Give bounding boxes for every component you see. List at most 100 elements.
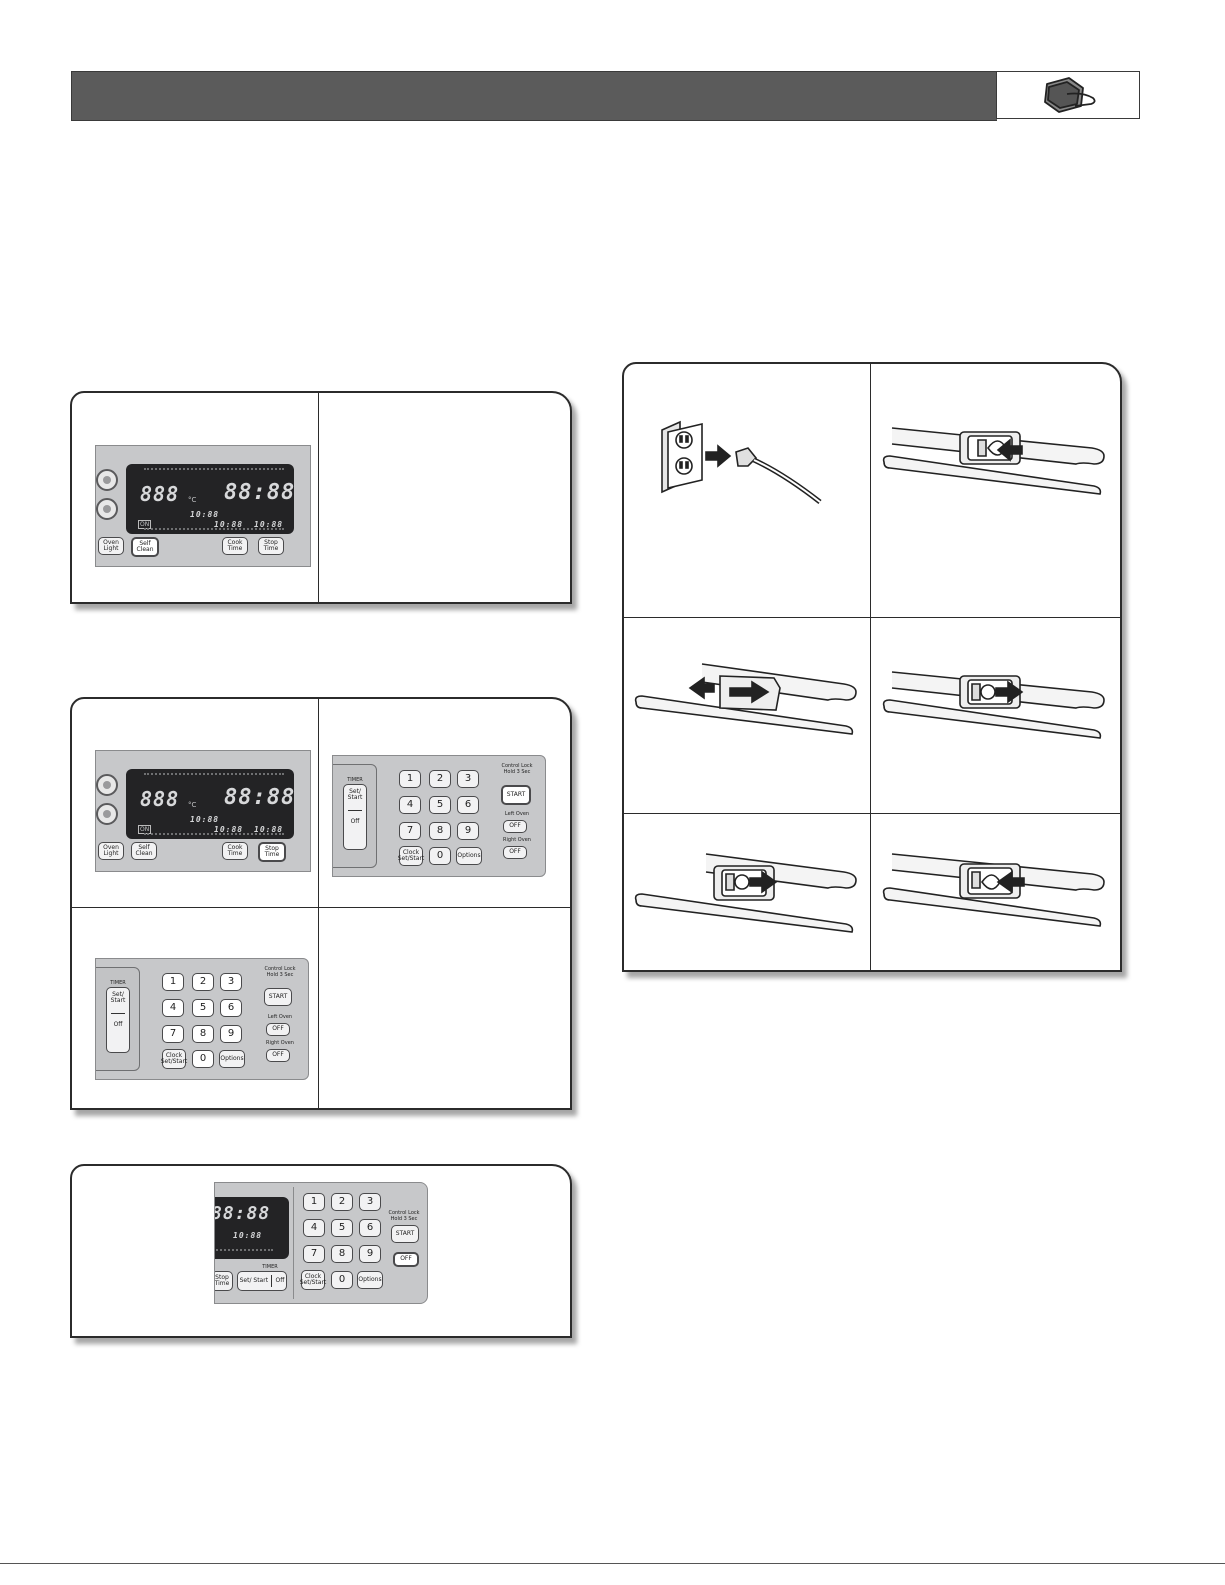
key-2[interactable]: 2 [331, 1193, 353, 1211]
key-1[interactable]: 1 [303, 1193, 325, 1211]
options-button[interactable]: Options [357, 1271, 383, 1289]
clock-button[interactable]: Clock Set/Start [398, 846, 424, 866]
self-clean-button[interactable]: Self Clean [131, 537, 159, 557]
key-9[interactable]: 9 [359, 1245, 381, 1263]
upper-oven-icon [96, 774, 118, 796]
lower-oven-icon [96, 498, 118, 520]
box-divider [870, 364, 871, 970]
display-degree: °C [188, 801, 197, 809]
key-7[interactable]: 7 [399, 822, 421, 840]
display-cook-time: 10:88 [214, 825, 244, 834]
stop-time-button[interactable]: Stop Time [258, 842, 286, 862]
key-5[interactable]: 5 [429, 796, 451, 814]
key-4[interactable]: 4 [303, 1219, 325, 1237]
key-9[interactable]: 9 [457, 822, 479, 840]
key-0[interactable]: 0 [429, 847, 451, 865]
control-panel-keypad: 88:88 10:88 TIMER Stop Time Set/ Start O… [214, 1182, 428, 1304]
right-oven-off-button[interactable]: OFF [266, 1049, 290, 1062]
cook-time-button[interactable]: Cook Time [222, 842, 248, 860]
key-6[interactable]: 6 [220, 999, 242, 1017]
key-0[interactable]: 0 [192, 1050, 214, 1068]
key-1[interactable]: 1 [162, 973, 184, 991]
display-stop-time: 10:88 [254, 520, 284, 529]
display-small-time: 10:88 [190, 510, 220, 519]
key-8[interactable]: 8 [331, 1245, 353, 1263]
cook-time-button[interactable]: Cook Time [222, 537, 248, 555]
start-button[interactable]: START [391, 1225, 419, 1243]
timer-off-label: Off [350, 817, 360, 825]
callout-box-light-replacement [622, 362, 1122, 972]
key-6[interactable]: 6 [457, 796, 479, 814]
display-temperature: 888 [140, 482, 180, 506]
timer-button[interactable]: Set/ Start Off [343, 784, 367, 850]
display-degree: °C [188, 496, 197, 504]
left-oven-off-button[interactable]: OFF [503, 820, 527, 833]
cleaning-hand-icon [1044, 77, 1096, 113]
key-7[interactable]: 7 [162, 1025, 184, 1043]
key-5[interactable]: 5 [331, 1219, 353, 1237]
key-8[interactable]: 8 [192, 1025, 214, 1043]
box-divider [624, 617, 1120, 618]
display-cook-time: 10:88 [214, 520, 244, 529]
control-lock-label: Control Lock Hold 3 Sec [388, 1210, 420, 1222]
upper-oven-icon [96, 469, 118, 491]
box-divider [318, 699, 319, 1108]
oven-light-button[interactable]: Oven Light [98, 842, 124, 860]
control-panel-keypad: TIMER Set/ Start Off 1 2 3 4 5 6 7 8 9 C… [332, 755, 546, 877]
timer-label: TIMER [110, 980, 126, 986]
box-divider [624, 813, 1120, 814]
key-3[interactable]: 3 [220, 973, 242, 991]
display-clock: 88:88 [224, 480, 296, 505]
oven-light-button[interactable]: Oven Light [98, 537, 124, 555]
timer-label: TIMER [347, 777, 363, 783]
display-small-time: 10:88 [190, 815, 220, 824]
options-button[interactable]: Options [456, 847, 482, 865]
key-3[interactable]: 3 [457, 770, 479, 788]
key-9[interactable]: 9 [220, 1025, 242, 1043]
off-button[interactable]: OFF [393, 1252, 419, 1267]
box-divider [318, 393, 319, 602]
light-cover-arrow-icon [882, 427, 1105, 495]
timer-button[interactable]: Set/ Start Off [237, 1271, 287, 1291]
key-1[interactable]: 1 [399, 770, 421, 788]
right-oven-label: Right Oven [266, 1040, 294, 1046]
left-oven-label: Left Oven [504, 811, 530, 817]
key-3[interactable]: 3 [359, 1193, 381, 1211]
control-lock-label: Control Lock Hold 3 Sec [264, 966, 296, 978]
key-7[interactable]: 7 [303, 1245, 325, 1263]
timer-set-label: Set/ Start [347, 788, 363, 802]
lower-oven-icon [96, 803, 118, 825]
key-2[interactable]: 2 [429, 770, 451, 788]
self-clean-button[interactable]: Self Clean [131, 842, 157, 860]
key-2[interactable]: 2 [192, 973, 214, 991]
start-button[interactable]: START [501, 785, 531, 805]
bulb-remove-arrow-icon [882, 671, 1105, 739]
key-4[interactable]: 4 [162, 999, 184, 1017]
options-button[interactable]: Options [219, 1050, 245, 1068]
display-small-time: 10:88 [233, 1231, 263, 1240]
key-5[interactable]: 5 [192, 999, 214, 1017]
clock-button[interactable]: Clock Set/Start [300, 1270, 326, 1290]
key-0[interactable]: 0 [331, 1271, 353, 1289]
header-icon-box [996, 71, 1140, 119]
bulb-insert-arrow-icon [634, 853, 857, 933]
timer-button[interactable]: Set/ Start Off [106, 987, 130, 1053]
lcd-display: 88:88 10:88 [214, 1197, 289, 1259]
key-4[interactable]: 4 [399, 796, 421, 814]
control-lock-label: Control Lock Hold 3 Sec [501, 763, 533, 775]
key-6[interactable]: 6 [359, 1219, 381, 1237]
timer-set-label: Set/ Start [239, 1276, 269, 1284]
control-panel-keypad: TIMER Set/ Start Off 1 2 3 4 5 6 7 8 9 C… [95, 958, 309, 1080]
clock-button[interactable]: Clock Set/Start [161, 1049, 187, 1069]
stop-time-button[interactable]: Stop Time [215, 1271, 233, 1291]
left-oven-off-button[interactable]: OFF [266, 1023, 290, 1036]
callout-box-delay-clean: 888 °C 88:88 10:88 10:88 10:88 ON Oven L… [70, 697, 572, 1110]
start-button[interactable]: START [264, 988, 292, 1006]
stop-time-button[interactable]: Stop Time [258, 537, 284, 555]
display-clock: 88:88 [214, 1203, 271, 1224]
cover-replace-arrow-icon [882, 853, 1105, 927]
timer-off-label: Off [113, 1020, 123, 1028]
cover-slide-arrows-icon [634, 663, 857, 735]
right-oven-off-button[interactable]: OFF [503, 846, 527, 859]
key-8[interactable]: 8 [429, 822, 451, 840]
